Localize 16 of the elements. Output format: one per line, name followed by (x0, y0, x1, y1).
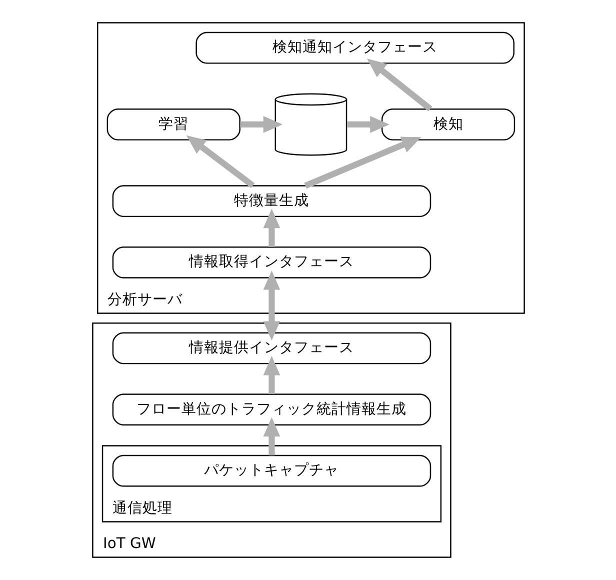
arrow (366, 58, 432, 112)
node-box: 検知通知インタフェース (195, 32, 514, 64)
arrow (262, 270, 280, 341)
node-box: 情報取得インタフェース (112, 246, 431, 278)
node-box: 学習 (106, 108, 240, 140)
arrow (346, 116, 389, 133)
node-box: フロー単位のトラフィック統計情報生成 (112, 394, 431, 426)
arrow (262, 356, 280, 394)
node-box: 検知 (380, 108, 515, 140)
arrow (262, 208, 280, 247)
arrow (240, 116, 282, 133)
node-box: パケットキャプチャ (112, 454, 431, 487)
arrow (262, 417, 280, 456)
node-box: 情報提供インタフェース (112, 332, 431, 364)
node-box: 特徴量生成 (112, 185, 431, 218)
arrow (186, 135, 254, 188)
